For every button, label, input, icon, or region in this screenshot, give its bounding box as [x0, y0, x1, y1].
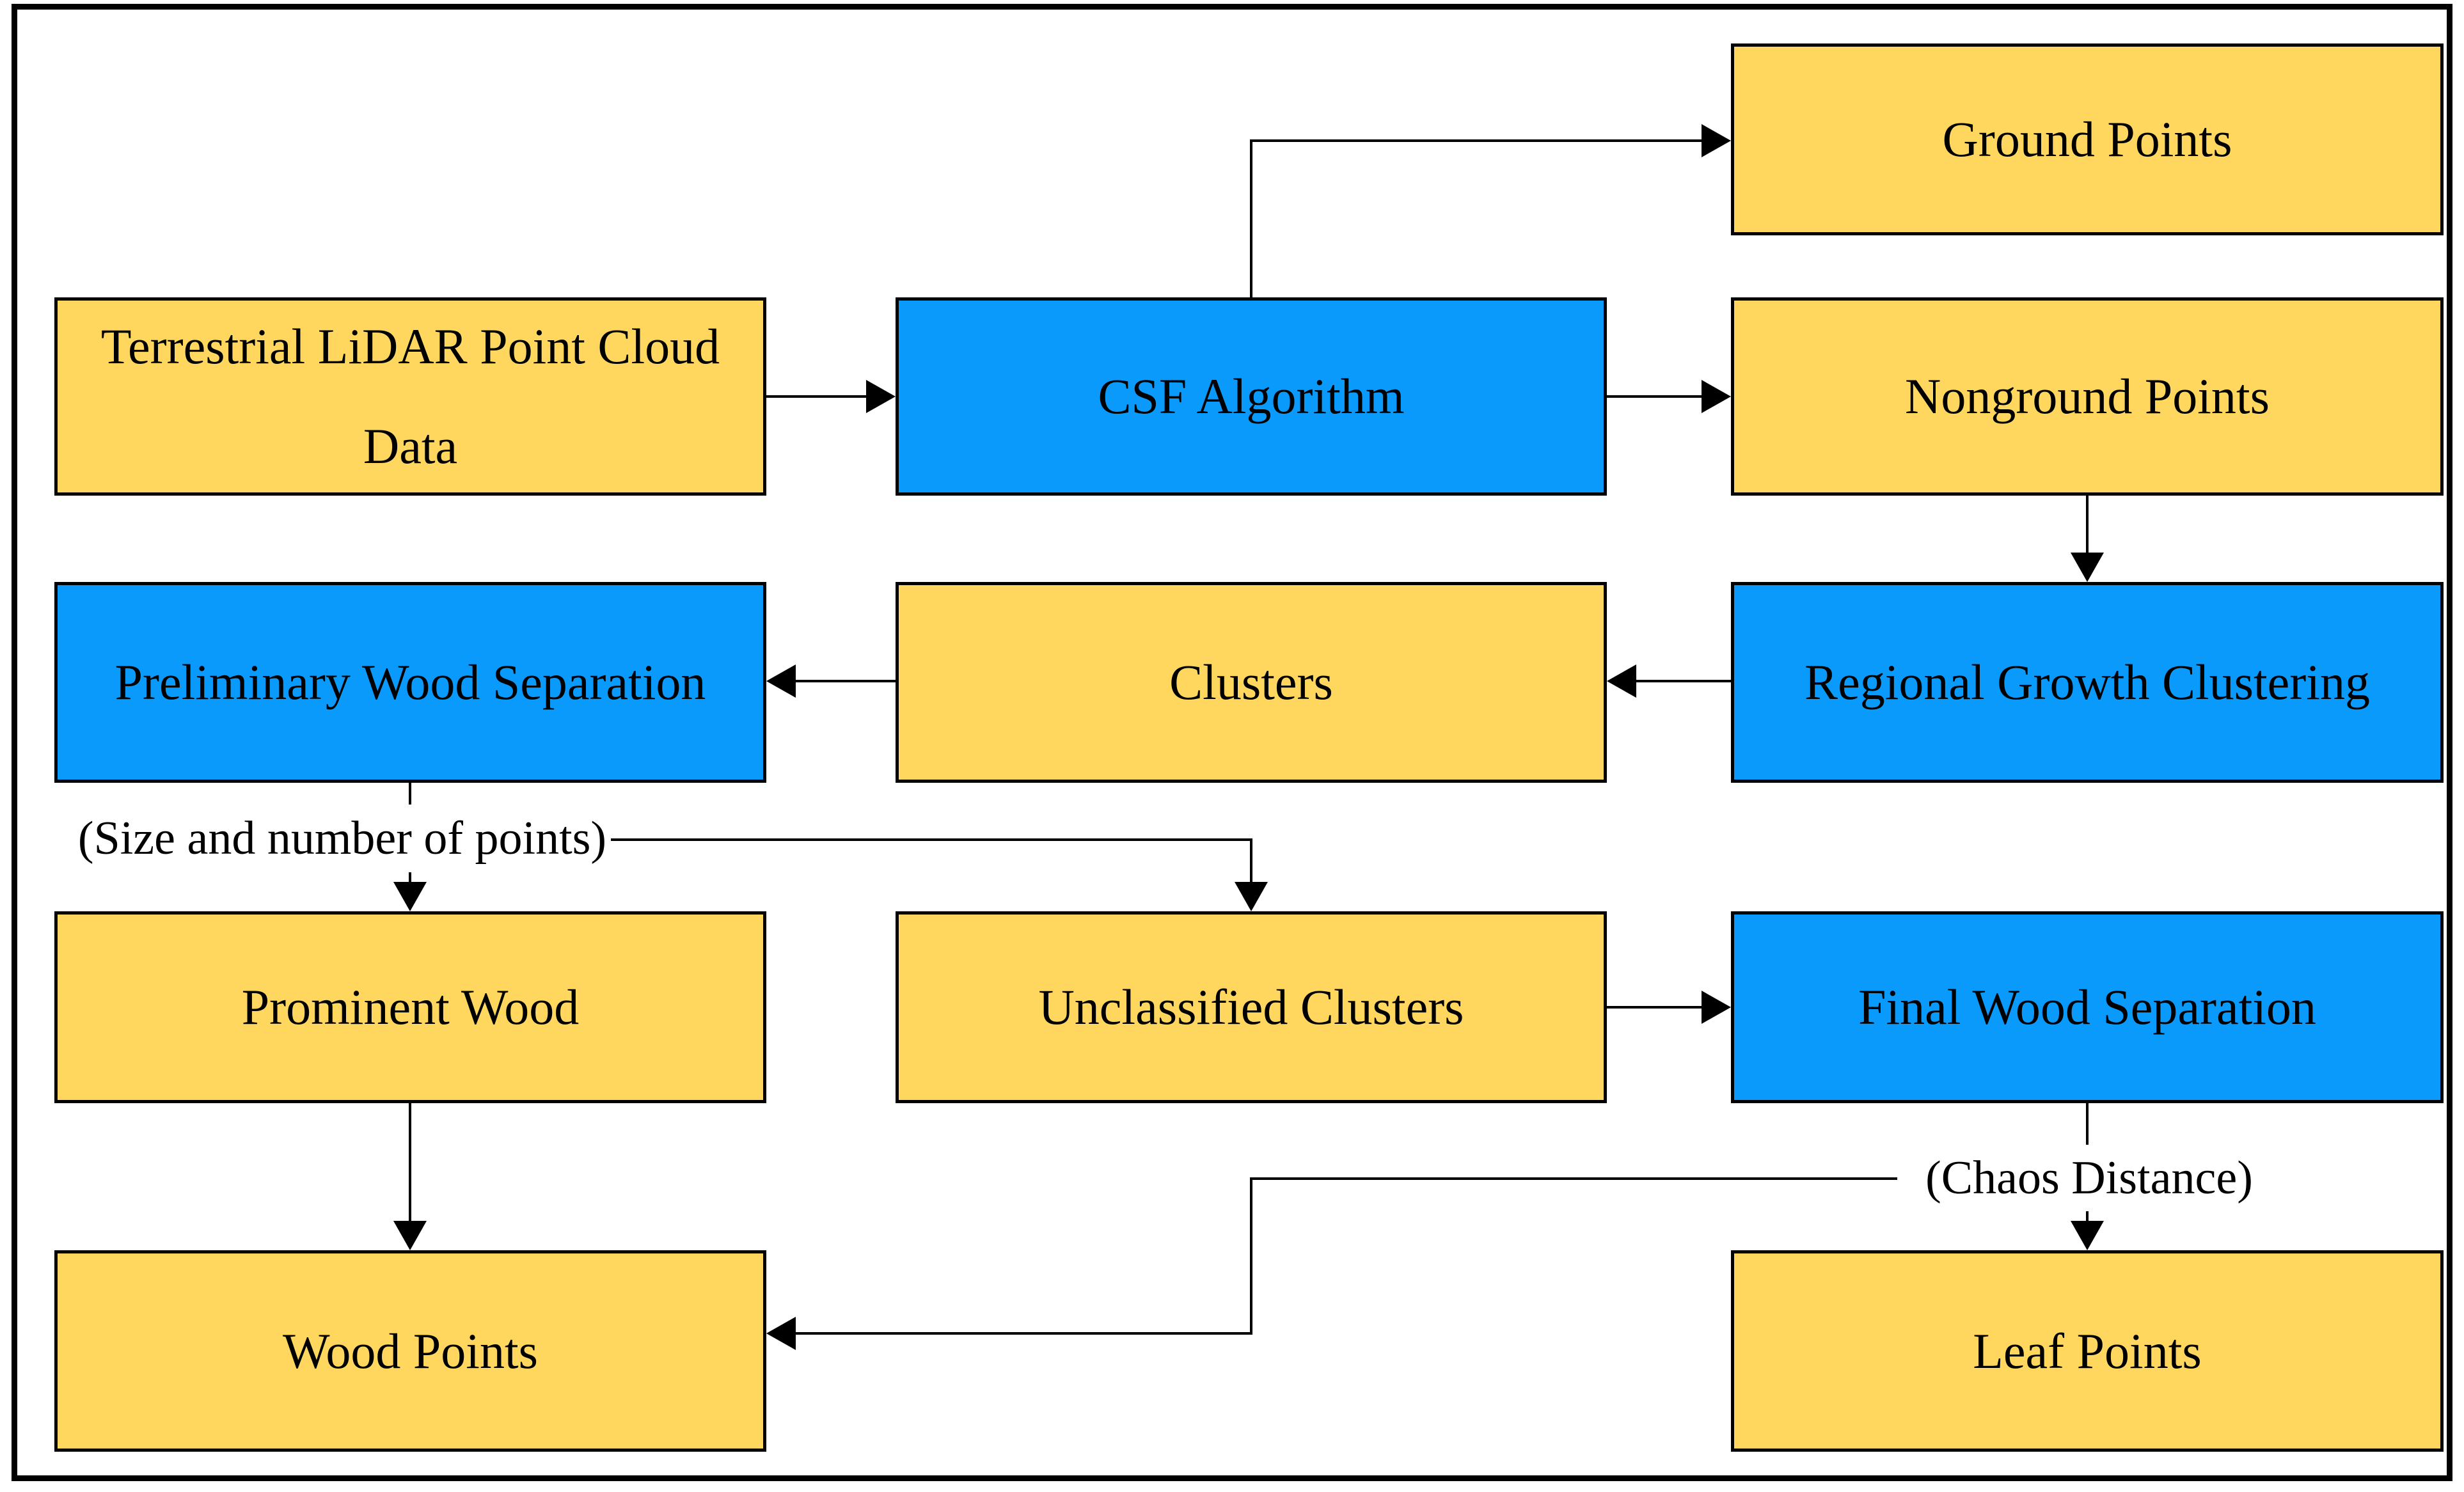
node-regional-growth-clustering: Regional Growth Clustering: [1731, 582, 2444, 783]
connector-prominent-to-wood: [409, 1103, 411, 1223]
arrowhead-into-wood-points-top: [393, 1221, 427, 1250]
node-label: Wood Points: [283, 1323, 538, 1379]
node-csf-algorithm: CSF Algorithm: [896, 297, 1607, 496]
node-clusters: Clusters: [896, 582, 1607, 783]
node-label: Regional Growth Clustering: [1805, 654, 2370, 710]
arrowhead-into-leaf-points: [2071, 1221, 2104, 1250]
connector-clusters-to-preliminary: [794, 680, 896, 682]
connector-csf-to-ground-horizontal: [1250, 139, 1704, 142]
arrowhead-into-prominent-wood: [393, 882, 427, 911]
arrowhead-into-clusters: [1607, 664, 1636, 698]
node-leaf-points: Leaf Points: [1731, 1250, 2444, 1452]
node-preliminary-wood-separation: Preliminary Wood Separation: [54, 582, 766, 783]
node-label: Final Wood Separation: [1858, 979, 2316, 1035]
node-nonground-points: Nonground Points: [1731, 297, 2444, 496]
connector-size-branch-horizontal: [410, 838, 1252, 841]
annotation-size-and-number-of-points: (Size and number of points): [74, 805, 611, 872]
node-label: Preliminary Wood Separation: [115, 654, 706, 710]
node-label: Unclassified Clusters: [1038, 979, 1464, 1035]
outer-frame: [12, 4, 2452, 1481]
node-unclassified-clusters: Unclassified Clusters: [896, 911, 1607, 1103]
arrowhead-into-csf: [866, 380, 896, 413]
connector-regional-to-clusters: [1634, 680, 1731, 682]
node-wood-points: Wood Points: [54, 1250, 766, 1452]
connector-terrestrial-to-csf: [766, 395, 869, 398]
node-label: Terrestrial LiDAR Point Cloud Data: [100, 318, 720, 474]
arrowhead-into-regional-growth-clustering: [2071, 553, 2104, 582]
arrowhead-into-final-wood-separation: [1702, 991, 1731, 1024]
arrowhead-into-wood-points-right: [766, 1317, 796, 1350]
node-label: Clusters: [1169, 654, 1333, 710]
node-ground-points: Ground Points: [1731, 43, 2444, 235]
connector-csf-to-nonground: [1607, 395, 1704, 398]
arrowhead-into-ground-points: [1702, 124, 1731, 157]
node-label: Ground Points: [1942, 111, 2232, 167]
node-label: CSF Algorithm: [1098, 368, 1405, 424]
arrowhead-into-nonground-points: [1702, 380, 1731, 413]
connector-unclassified-to-final: [1607, 1006, 1704, 1009]
connector-size-branch-to-unclassified: [1250, 838, 1252, 884]
node-label: Prominent Wood: [241, 979, 580, 1035]
node-prominent-wood: Prominent Wood: [54, 911, 766, 1103]
node-terrestrial-lidar-point-cloud-data: Terrestrial LiDAR Point Cloud Data: [54, 297, 766, 496]
node-label: Nonground Points: [1905, 368, 2270, 424]
connector-csf-to-ground-vertical: [1250, 139, 1252, 297]
arrowhead-into-preliminary-wood-separation: [766, 664, 796, 698]
annotation-chaos-distance: (Chaos Distance): [1897, 1145, 2281, 1211]
connector-chaos-branch-to-wood: [794, 1332, 1252, 1335]
connector-chaos-branch-horizontal: [1251, 1177, 2087, 1180]
connector-nonground-to-regional: [2086, 496, 2089, 555]
node-label: Leaf Points: [1973, 1323, 2202, 1379]
connector-chaos-branch-vertical: [1250, 1177, 1252, 1335]
arrowhead-into-unclassified-clusters: [1235, 882, 1268, 911]
node-final-wood-separation: Final Wood Separation: [1731, 911, 2444, 1103]
